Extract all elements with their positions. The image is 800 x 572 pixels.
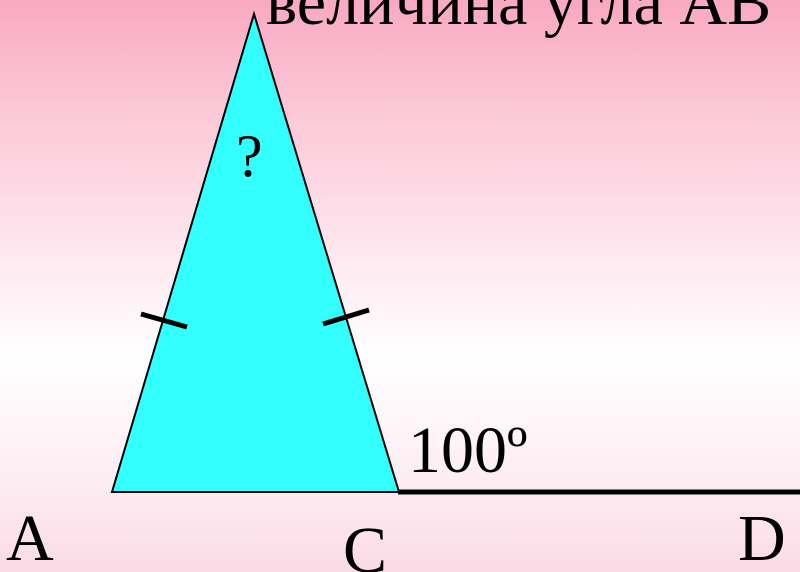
tick-mark-ab [140,311,188,330]
triangle-abc [110,10,401,493]
exterior-angle-label: 100º [408,414,527,487]
vertex-label-a: А [6,502,54,572]
unknown-angle-label: ? [236,123,263,189]
vertex-label-c: С [343,514,387,572]
heading-text: величина угла АВ [266,0,771,39]
tick-mark-bc [322,307,370,327]
vertex-label-d: D [738,502,786,572]
